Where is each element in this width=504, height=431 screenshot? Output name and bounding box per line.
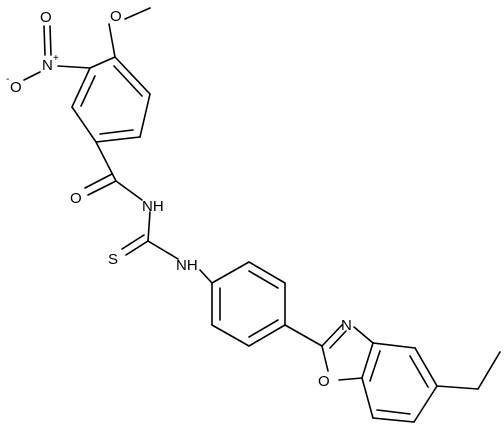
bond-carbonyl-o: [87, 180, 117, 196]
bond-c2-n: [321, 324, 343, 347]
bond-c3a-c7a-d: [369, 350, 381, 382]
bond-n-c3a: [353, 326, 374, 344]
bond-c2-n-d: [329, 330, 347, 349]
atom-nitro-o-left: O: [10, 79, 22, 96]
atom-oxazole-o: O: [318, 373, 330, 390]
atom-thio-nh: NH: [176, 257, 198, 274]
bond-ring-b-2d: [248, 270, 279, 289]
bond-methyl-o: [124, 7, 151, 20]
atom-amide-nh: NH: [142, 198, 164, 215]
bond-benzo-4d: [376, 409, 411, 415]
bond-nitro-o-top-d: [49, 25, 52, 56]
bond-ring-a-3: [95, 136, 141, 143]
bond-ring-a-4: [71, 106, 97, 143]
bond-ethyl-1: [436, 385, 479, 390]
charge-nitro-n: +: [53, 53, 59, 64]
bond-nitro-o-top: [43, 25, 46, 56]
bond-benzo-2d: [409, 355, 429, 388]
bond-ring-b-5: [211, 324, 250, 347]
atom-nitro-n: N: [42, 57, 53, 74]
bond-ring-a-3d: [99, 129, 134, 135]
bond-ring-a-1: [114, 56, 151, 95]
bond-ring-b-4: [248, 324, 286, 347]
atom-carbonyl-o: O: [70, 190, 82, 207]
atom-nitro-o-top: O: [40, 9, 52, 26]
atom-oxazole-n: N: [341, 317, 352, 334]
bond-ring-a-2: [139, 93, 151, 138]
bond-ethyl-2: [477, 351, 501, 390]
bond-ring-a-6: [89, 56, 116, 69]
atom-thio-s: S: [108, 251, 118, 268]
bond-ring-b-4d: [248, 319, 279, 338]
bond-ring-a-1d: [113, 65, 143, 97]
bond-nh2-ring: [199, 269, 213, 284]
bond-nh-cs: [147, 211, 151, 242]
bond-cs-nh2: [147, 240, 179, 260]
bond-benzo-4: [372, 417, 415, 423]
bond-o-c2: [321, 345, 329, 372]
bond-benzo-2: [414, 347, 438, 387]
bond-carbonyl-o-d: [84, 173, 113, 189]
bond-benzo-1: [372, 342, 416, 349]
bond-ring-a-5: [71, 67, 91, 108]
bond-ring-a-5d: [80, 75, 96, 107]
bond-cs-s-d: [121, 234, 145, 250]
bond-carbonyl-nh: [115, 180, 143, 201]
charge-nitro-o-left: -: [6, 74, 9, 85]
bond-cs-s: [125, 240, 149, 256]
atom-labels: O O N + O - O NH S NH N O: [6, 8, 352, 390]
bonds: [23, 7, 501, 423]
bond-ring-nitro: [57, 65, 91, 69]
bond-ring-b-1: [211, 261, 250, 284]
bond-c3a-c7a: [361, 342, 374, 379]
bond-nitro-o-left: [23, 71, 41, 81]
bond-ring-carbonyl: [95, 141, 117, 182]
bond-ring-b-2: [248, 261, 286, 284]
bond-methoxy-o-ring: [108, 23, 116, 58]
bond-ring-b-oxazole: [284, 324, 323, 347]
bond-benzo-3: [413, 385, 438, 423]
bond-c7a-o: [338, 377, 363, 381]
bond-benzo-5: [361, 377, 374, 419]
atom-methoxy-o: O: [110, 8, 122, 25]
